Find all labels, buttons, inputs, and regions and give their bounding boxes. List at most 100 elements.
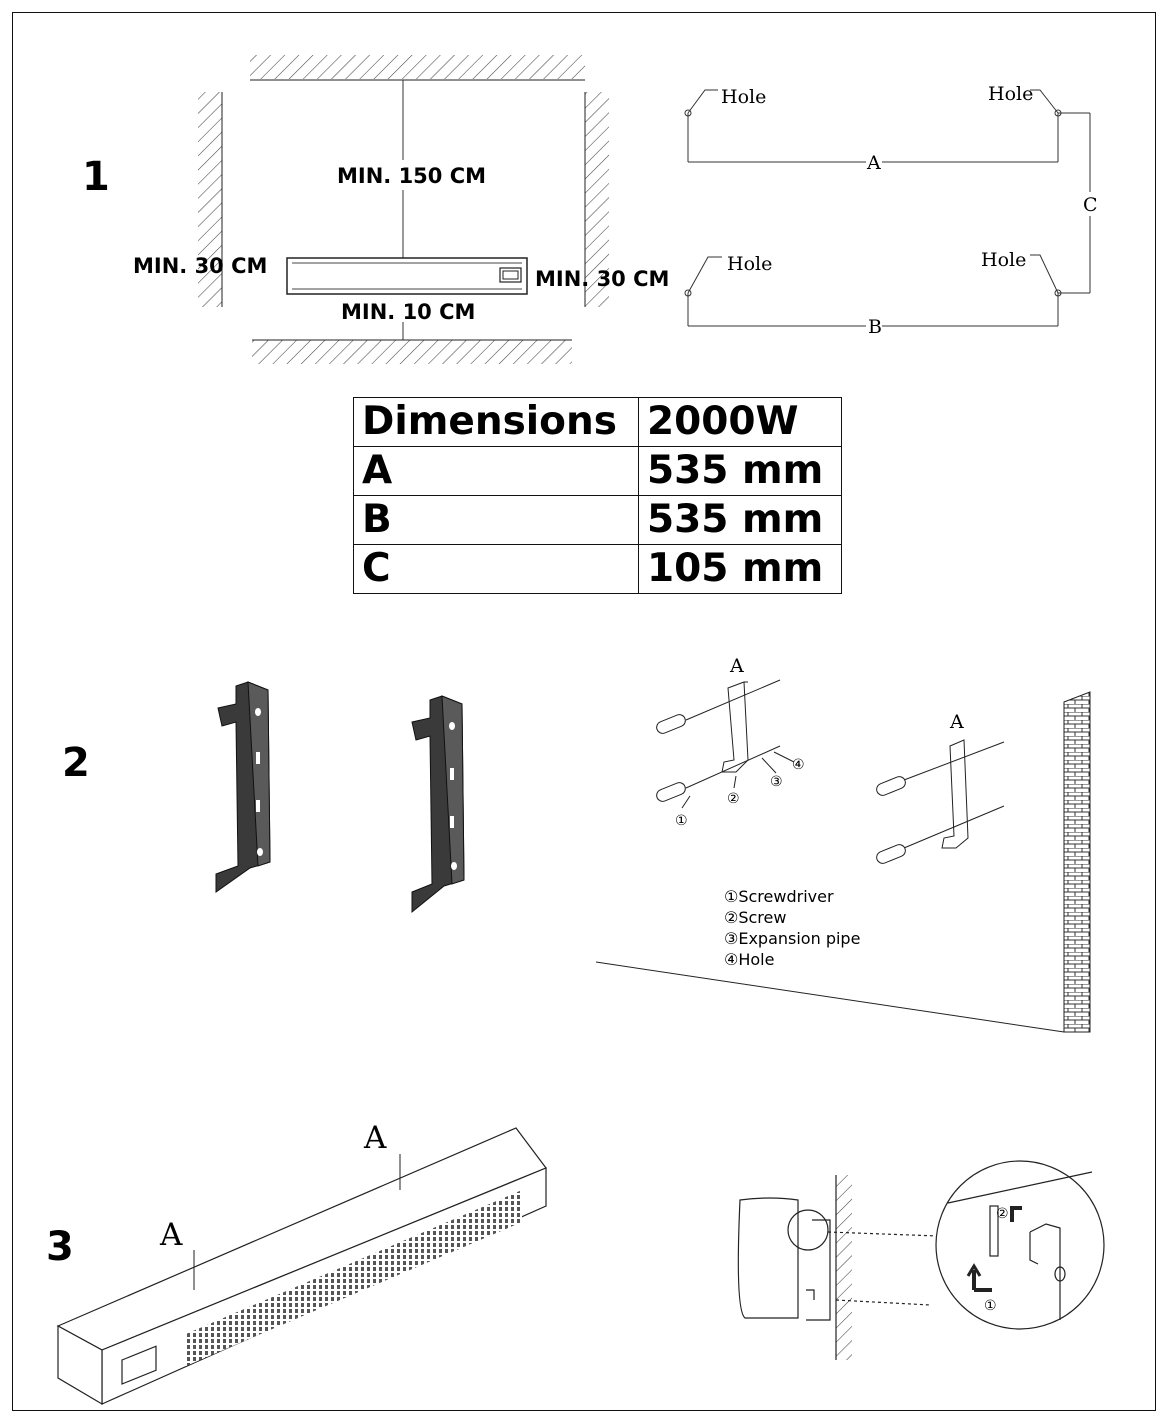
hook-arrow-icon xyxy=(1010,1206,1022,1222)
callout-leader-1 xyxy=(681,795,691,809)
bracket-callout-a-2: A xyxy=(949,711,964,733)
callout-leader-4 xyxy=(773,751,795,763)
top-clearance-label: MIN. 150 CM xyxy=(337,164,486,188)
hanging-detail xyxy=(737,1160,1105,1360)
bottom-clearance-label: MIN. 10 CM xyxy=(341,300,475,324)
heater-unit xyxy=(286,257,528,295)
table-row: C 105 mm xyxy=(353,544,842,594)
heater-grille xyxy=(186,1190,522,1352)
screw-line-3 xyxy=(903,741,1005,781)
callout-number-3: ③ xyxy=(770,774,783,790)
hole-label-1: Hole xyxy=(721,86,766,108)
floor-hatch xyxy=(252,340,572,364)
dimension-b-label: B xyxy=(868,316,882,338)
hole-leader-2 xyxy=(1030,89,1059,114)
bracket-left xyxy=(215,681,271,893)
zoom-leader-top xyxy=(827,1231,939,1237)
callout-leader-2 xyxy=(733,775,737,789)
table-cell: 535 mm xyxy=(638,495,842,545)
hole-marker-3 xyxy=(684,289,692,297)
left-wall-hatch xyxy=(198,92,222,307)
bracket-left-slot-4 xyxy=(257,848,263,856)
dimensions-table: Dimensions 2000W A 535 mm B 535 mm C 105… xyxy=(353,397,842,594)
screwdriver-1 xyxy=(656,714,686,734)
bracket-right-slot-3 xyxy=(450,816,454,828)
callout-number-1: ① xyxy=(675,813,688,829)
detail-screw-hole xyxy=(1054,1266,1066,1282)
brick-wall xyxy=(1063,691,1091,1033)
hole-label-2: Hole xyxy=(988,83,1033,105)
hole-leader-1 xyxy=(687,89,718,114)
table-header-row: Dimensions 2000W xyxy=(353,397,842,447)
table-row: A 535 mm xyxy=(353,446,842,496)
screwdriver-2 xyxy=(656,782,686,802)
callout-number-4: ④ xyxy=(792,757,805,773)
detail-bracket-hook xyxy=(806,1289,815,1300)
hole-leader-3 xyxy=(687,256,722,294)
hole-label-3: Hole xyxy=(727,253,772,275)
heater-callout-a-2: A xyxy=(363,1120,387,1156)
ceiling-hatch xyxy=(250,55,585,79)
screw-line-1 xyxy=(685,679,781,721)
floor-perspective-line xyxy=(595,961,1065,1033)
detail-ceiling-line xyxy=(947,1171,1093,1204)
clearance-diagram: MIN. 150 CM MIN. 30 CM MIN. 30 CM MIN. 1… xyxy=(133,55,669,364)
bracket-callout-a-1: A xyxy=(729,655,744,677)
step-number-1: 1 xyxy=(82,154,110,200)
heater-callout-a-1: A xyxy=(159,1217,183,1253)
hole-leader-4 xyxy=(1030,254,1059,294)
right-wall-hatch xyxy=(585,92,609,307)
step-number-3: 3 xyxy=(46,1224,74,1270)
hole-layout-diagram xyxy=(684,89,1091,327)
bracket-right xyxy=(411,695,465,914)
detail-hook-edge xyxy=(1029,1232,1039,1265)
heater-grille-lower xyxy=(186,1210,522,1366)
hole-marker-4 xyxy=(1054,289,1062,297)
detail-bracket-edge xyxy=(1029,1223,1061,1320)
zoom-leader-bottom xyxy=(835,1299,931,1306)
table-cell: 535 mm xyxy=(638,446,842,496)
screwdriver-3 xyxy=(876,776,906,796)
legend-item-hole: ④Hole xyxy=(724,950,774,969)
screwdriver-4 xyxy=(876,844,906,864)
callout-number-2: ② xyxy=(727,791,740,807)
detail-number-2: ② xyxy=(996,1206,1009,1222)
dimension-a-label: A xyxy=(866,152,881,174)
table-cell: C xyxy=(353,544,639,594)
callout-leader-3 xyxy=(761,757,777,774)
hole-label-4: Hole xyxy=(981,249,1026,271)
table-cell: 105 mm xyxy=(638,544,842,594)
table-cell: A xyxy=(353,446,639,496)
heater-control-panel xyxy=(121,1345,157,1385)
legend-item-screw: ②Screw xyxy=(724,908,786,927)
legend-item-screwdriver: ①Screwdriver xyxy=(724,887,834,906)
hole-marker-1 xyxy=(684,109,692,117)
bracket-right-slot-2 xyxy=(450,768,454,780)
wall-mounting-diagram xyxy=(595,679,1091,1033)
dimension-c-label: C xyxy=(1083,194,1098,216)
right-clearance-label: MIN. 30 CM xyxy=(535,267,669,291)
heater-end-face xyxy=(57,1324,103,1406)
table-row: B 535 mm xyxy=(353,495,842,545)
detail-heater-profile xyxy=(737,1197,799,1319)
table-header-cell: 2000W xyxy=(638,397,842,447)
table-header-cell: Dimensions xyxy=(353,397,639,447)
bracket-left-slot-3 xyxy=(256,800,260,812)
detail-slot xyxy=(989,1205,999,1257)
lift-arrow-head-icon xyxy=(966,1263,982,1277)
bracket-right-slot-1 xyxy=(449,722,455,730)
detail-number-1: ① xyxy=(984,1298,997,1314)
table-cell: B xyxy=(353,495,639,545)
page-border xyxy=(12,12,1156,1411)
control-panel-screen-icon xyxy=(502,270,519,280)
detail-wall-hatch xyxy=(836,1175,852,1360)
bracket-left-slot-1 xyxy=(255,708,261,716)
screw-line-2 xyxy=(685,745,781,789)
hole-marker-2 xyxy=(1054,109,1062,117)
legend-item-expansion-pipe: ③Expansion pipe xyxy=(724,929,860,948)
detail-zoom-circle-large xyxy=(935,1160,1105,1330)
detail-bracket-profile xyxy=(806,1219,831,1321)
left-clearance-label: MIN. 30 CM xyxy=(133,254,267,278)
